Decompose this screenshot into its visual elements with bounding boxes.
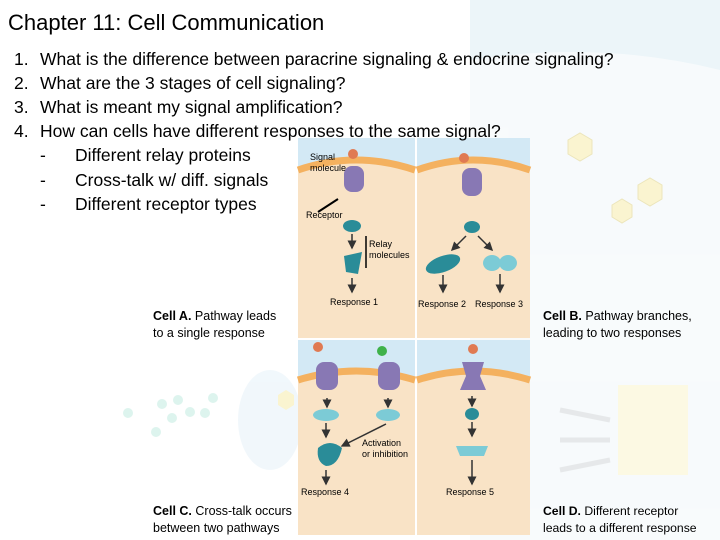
question-number: 3.	[14, 97, 29, 117]
label-relay-line2: molecules	[369, 250, 410, 260]
question-text: What is the difference between paracrine…	[40, 49, 614, 69]
question-text: How can cells have different responses t…	[40, 121, 501, 141]
label-relay-molecules: Relay molecules	[369, 239, 410, 261]
caption-cell-a-line2: to a single response	[153, 326, 265, 340]
label-receptor: Receptor	[306, 210, 343, 220]
cell-c-pathway	[313, 342, 400, 486]
question-number: 4.	[14, 121, 29, 141]
sub-item: - Different receptor types	[40, 192, 268, 217]
sub-item-dash: -	[40, 145, 46, 165]
caption-cell-d-line1: Different receptor	[580, 504, 679, 518]
caption-cell-b-line2: leading to two responses	[543, 326, 682, 340]
caption-cell-d-title: Cell D.	[543, 504, 581, 518]
sub-item-list: - Different relay proteins - Cross-talk w/…	[40, 143, 268, 217]
question-list: 1. What is the difference between paracri…	[14, 47, 614, 143]
question-item: 2. What are the 3 stages of cell signalin…	[14, 71, 614, 95]
sub-item-dash: -	[40, 194, 46, 214]
label-response-1: Response 1	[330, 297, 379, 307]
question-item: 3. What is meant my signal amplification?	[14, 95, 614, 119]
sub-item: - Cross-talk w/ diff. signals	[40, 168, 268, 193]
caption-cell-c-line2: between two pathways	[153, 521, 280, 535]
caption-cell-c-line1: Cross-talk occurs	[191, 504, 292, 518]
sub-item-text: Different relay proteins	[75, 145, 251, 165]
question-text: What is meant my signal amplification?	[40, 97, 343, 117]
caption-cell-b-line1: Pathway branches,	[581, 309, 692, 323]
label-activation-line1: Activation	[362, 438, 402, 448]
question-item: 1. What is the difference between paracri…	[14, 47, 614, 71]
slide-title: Chapter 11: Cell Communication	[8, 10, 325, 35]
cell-a-pathway	[317, 149, 367, 294]
caption-cell-a: Cell A. Pathway leads to a single respon…	[153, 308, 276, 342]
caption-cell-b: Cell B. Pathway branches, leading to two…	[543, 308, 692, 342]
sub-item-text: Different receptor types	[75, 194, 257, 214]
label-response-3: Response 3	[475, 299, 524, 309]
caption-cell-c: Cell C. Cross-talk occurs between two pa…	[153, 503, 292, 537]
label-response-4: Response 4	[301, 487, 350, 497]
caption-cell-a-title: Cell A.	[153, 309, 192, 323]
caption-cell-d: Cell D. Different receptor leads to a di…	[543, 503, 697, 537]
label-response-2: Response 2	[418, 299, 467, 309]
label-signal-line2: molecule	[310, 163, 347, 173]
sub-item-dash: -	[40, 169, 46, 190]
label-relay-line1: Relay	[369, 239, 393, 249]
caption-cell-a-line1: Pathway leads	[191, 309, 277, 323]
caption-cell-b-title: Cell B.	[543, 309, 582, 323]
caption-cell-c-title: Cell C.	[153, 504, 192, 518]
sub-item: - Different relay proteins	[40, 143, 268, 168]
sub-item-text: Cross-talk w/ diff. signals	[75, 169, 269, 190]
question-number: 1.	[14, 49, 29, 69]
label-signal-line1: Signal	[310, 152, 336, 162]
caption-cell-d-line2: leads to a different response	[543, 521, 697, 535]
label-activation-line2: or inhibition	[362, 449, 409, 459]
label-activation-inhibition: Activation or inhibition	[362, 438, 408, 460]
cell-b-pathway	[425, 153, 517, 294]
question-number: 2.	[14, 73, 29, 93]
question-text: What are the 3 stages of cell signaling?	[40, 73, 346, 93]
label-signal-molecule: Signal molecule	[310, 152, 346, 174]
question-item: 4. How can cells have different responses…	[14, 119, 614, 143]
cell-d-pathway	[456, 344, 488, 486]
label-response-5: Response 5	[446, 487, 495, 497]
